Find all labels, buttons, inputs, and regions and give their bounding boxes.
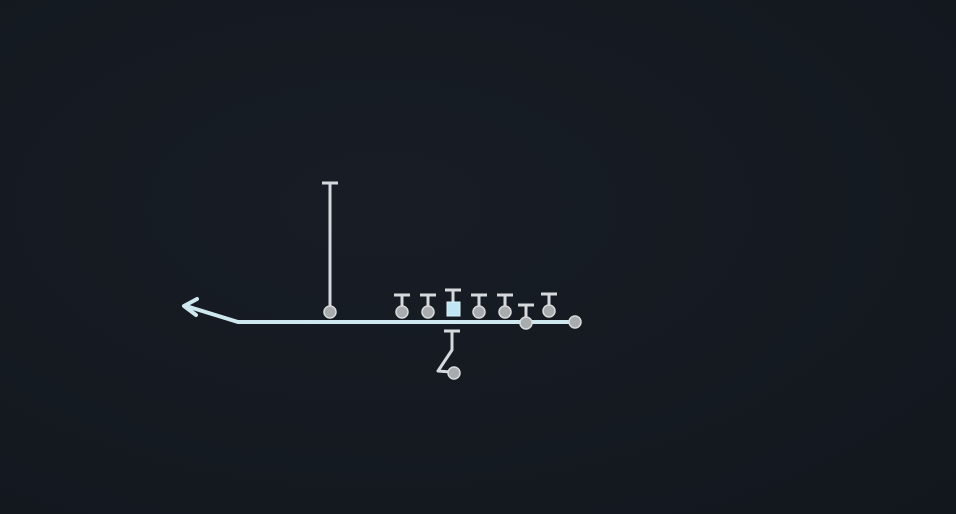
lineman-1 [394, 293, 410, 319]
qb-route-line [436, 331, 454, 374]
tight-end [541, 292, 557, 318]
center-marker [446, 301, 461, 317]
lineman-2 [420, 293, 436, 319]
player-node [421, 305, 435, 319]
lineman-4 [471, 293, 487, 319]
player-node [447, 366, 461, 380]
player-node [472, 305, 486, 319]
player-node [498, 305, 512, 319]
player-node [519, 316, 533, 330]
player-node [395, 305, 409, 319]
center [445, 288, 461, 317]
motion-route-line [184, 304, 577, 324]
player-node [542, 304, 556, 318]
lineman-5 [497, 293, 513, 319]
wing [518, 303, 534, 330]
player-node [323, 305, 337, 319]
player-quarterback [436, 329, 461, 380]
player-wide-receiver [322, 181, 338, 319]
motion-route [182, 297, 582, 329]
arrow-head-icon [182, 297, 199, 317]
offensive-line [394, 288, 557, 330]
route-end-node [568, 315, 582, 329]
